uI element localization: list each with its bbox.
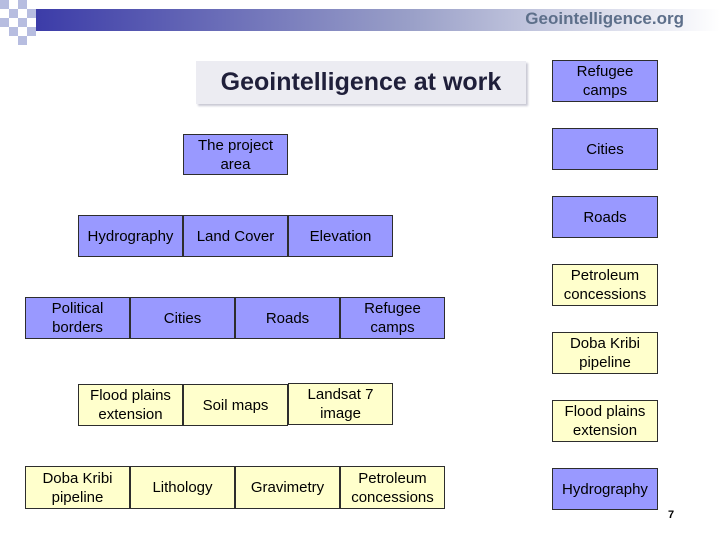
roads-box: Roads bbox=[235, 297, 340, 339]
elevation-box: Elevation bbox=[288, 215, 393, 257]
soil-maps-box: Soil maps bbox=[183, 384, 288, 426]
flood-plains-box: Flood plains extension bbox=[78, 384, 183, 426]
legend-hydrography: Hydrography bbox=[552, 468, 658, 510]
legend-roads: Roads bbox=[552, 196, 658, 238]
landsat-image-box: Landsat 7 image bbox=[288, 383, 393, 425]
legend-doba-kribi-pipeline: Doba Kribi pipeline bbox=[552, 332, 658, 374]
land-cover-box: Land Cover bbox=[183, 215, 288, 257]
legend-refugee-camps: Refugee camps bbox=[552, 60, 658, 102]
slide-title: Geointelligence at work bbox=[196, 61, 526, 104]
hydrography-box: Hydrography bbox=[78, 215, 183, 257]
gravimetry-box: Gravimetry bbox=[235, 466, 340, 509]
legend-flood-plains: Flood plains extension bbox=[552, 400, 658, 442]
petroleum-concessions-box: Petroleum concessions bbox=[340, 466, 445, 509]
legend-cities: Cities bbox=[552, 128, 658, 170]
doba-kribi-pipeline-box: Doba Kribi pipeline bbox=[25, 466, 130, 509]
site-name: Geointelligence.org bbox=[525, 9, 684, 28]
political-borders-box: Political borders bbox=[25, 297, 130, 339]
page-number: 7 bbox=[668, 509, 675, 521]
refugee-camps-box: Refugee camps bbox=[340, 297, 445, 339]
corner-decoration bbox=[0, 0, 720, 45]
cities-box: Cities bbox=[130, 297, 235, 339]
legend-petroleum-concessions: Petroleum concessions bbox=[552, 264, 658, 306]
lithology-box: Lithology bbox=[130, 466, 235, 509]
project-area-box: The project area bbox=[183, 134, 288, 175]
